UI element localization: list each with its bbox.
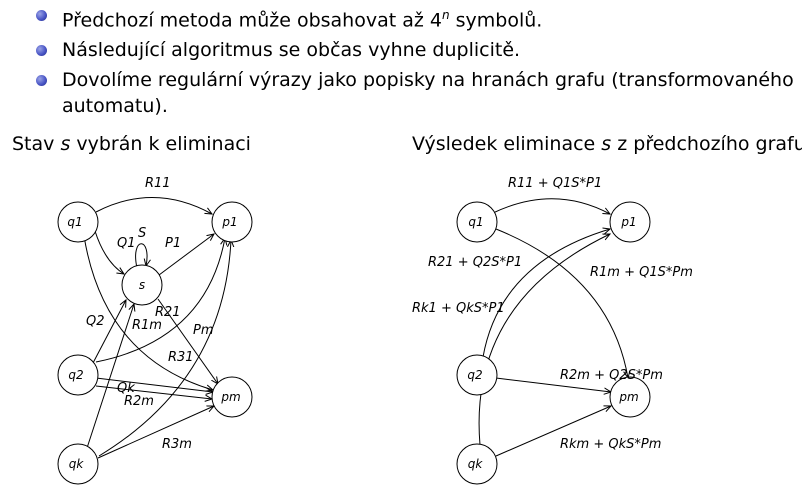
edge-s-pm [157,298,218,384]
caption-var: s [601,133,612,155]
bullet-dot-icon [36,10,47,21]
edge-label: R2m [124,394,154,409]
edge-q1-s [94,230,124,274]
bullet-item: Dovolíme regulární výrazy jako popisky n… [36,67,796,119]
edge-label: R3m [162,437,192,452]
bullet-list: Předchozí metoda může obsahovat až 4n sy… [36,2,796,119]
left-graph [83,197,231,459]
node-p1 [211,201,253,243]
edge-s-loop [135,243,147,269]
left-edge-labels: R11 S Q1 P1 Q2 R1m R21 Pm R31 Qk R2m R3m [86,176,214,452]
left-nodes [57,201,253,485]
edge-label: R21 [155,305,181,320]
node-p1 [609,201,651,243]
edge-label: R11 + Q1S*P1 [508,176,602,191]
edge-q1-pm [83,235,213,390]
bullet-item: Následující algoritmus se občas vyhne du… [36,37,796,63]
node-qk [57,443,99,485]
node-label: qk [69,457,85,471]
edge-label: Q1 [117,236,136,251]
node-s [121,264,163,306]
caption-text: vybrán k eliminaci [70,133,251,155]
edge-q2-p1 [95,238,225,363]
node-label: s [139,278,145,292]
edge-q1-p1 [492,198,610,214]
edge-qk-pm [495,406,611,457]
edge-label: Q2 [86,314,105,329]
node-label: qk [468,457,484,471]
left-node-labels: q1 p1 s q2 pm qk [67,215,240,471]
caption-var: s [60,133,71,155]
edge-q2-pm-upper [95,377,213,392]
right-edge-labels: R11 + Q1S*P1 R21 + Q2S*P1 R1m + Q1S*Pm R… [412,176,693,452]
edge-label: R1m + Q1S*Pm [590,265,693,280]
edge-label: Qk [117,381,135,396]
left-caption: Stav s vybrán k eliminaci [12,132,251,156]
caption-text: z předchozího grafu. [611,133,802,155]
edge-label: R31 [168,350,194,365]
bullet-text: Následující algoritmus se občas vyhne du… [62,39,521,62]
edge-q2-s [92,300,126,364]
right-graph [478,198,628,457]
edge-q2-pm [495,377,611,392]
edge-q1-p1 [95,197,212,214]
edge-label: Pm [193,323,214,338]
edge-qk-pm [97,406,214,459]
bullet-superscript: n [441,8,450,22]
bullet-dot-icon [36,45,47,57]
node-label: pm [220,390,240,404]
edge-label: Rk1 + QkS*P1 [412,301,505,316]
node-q1 [456,201,498,243]
edge-label: R1m [132,318,162,333]
right-caption: Výsledek eliminace s z předchozího grafu… [412,132,802,156]
right-node-labels: q1 p1 q2 pm qk [467,215,638,471]
edge-s-p1 [158,234,214,276]
edge-qk-p1 [478,234,610,446]
bullet-item: Předchozí metoda může obsahovat až 4n sy… [36,2,796,33]
node-label: p1 [620,215,636,229]
bullet-text-tail: symbolů. [449,9,543,32]
node-pm [211,376,253,418]
caption-text: Výsledek eliminace [412,133,602,155]
edge-qk-p1 [98,240,231,457]
caption-text: Stav [12,133,61,155]
edge-q1-pm [495,228,628,378]
edge-label: R2m + Q2S*Pm [560,368,663,383]
node-label: pm [618,390,638,404]
edge-q2-pm-lower [95,385,212,399]
node-qk [456,443,498,485]
bullet-dot-icon [36,75,47,87]
edge-label: S [138,226,146,241]
edge-label: R11 [145,176,171,191]
node-label: p1 [221,215,237,229]
edge-label: P1 [165,236,181,251]
edge-label: Rkm + QkS*Pm [560,437,661,452]
node-q2 [57,354,99,396]
node-q1 [57,201,99,243]
node-label: q1 [468,215,483,229]
node-q2 [456,354,498,396]
bullet-text: Dovolíme regulární výrazy jako popisky n… [62,69,794,118]
bullet-text: Předchozí metoda může obsahovat až 4 [62,9,442,32]
node-label: q2 [467,368,482,382]
node-pm [609,376,651,418]
edge-label: R21 + Q2S*P1 [428,255,522,270]
node-label: q1 [67,215,82,229]
edge-qk-s [86,304,134,449]
right-nodes [456,201,651,485]
node-label: q2 [68,368,83,382]
edge-q2-p1 [482,229,610,358]
